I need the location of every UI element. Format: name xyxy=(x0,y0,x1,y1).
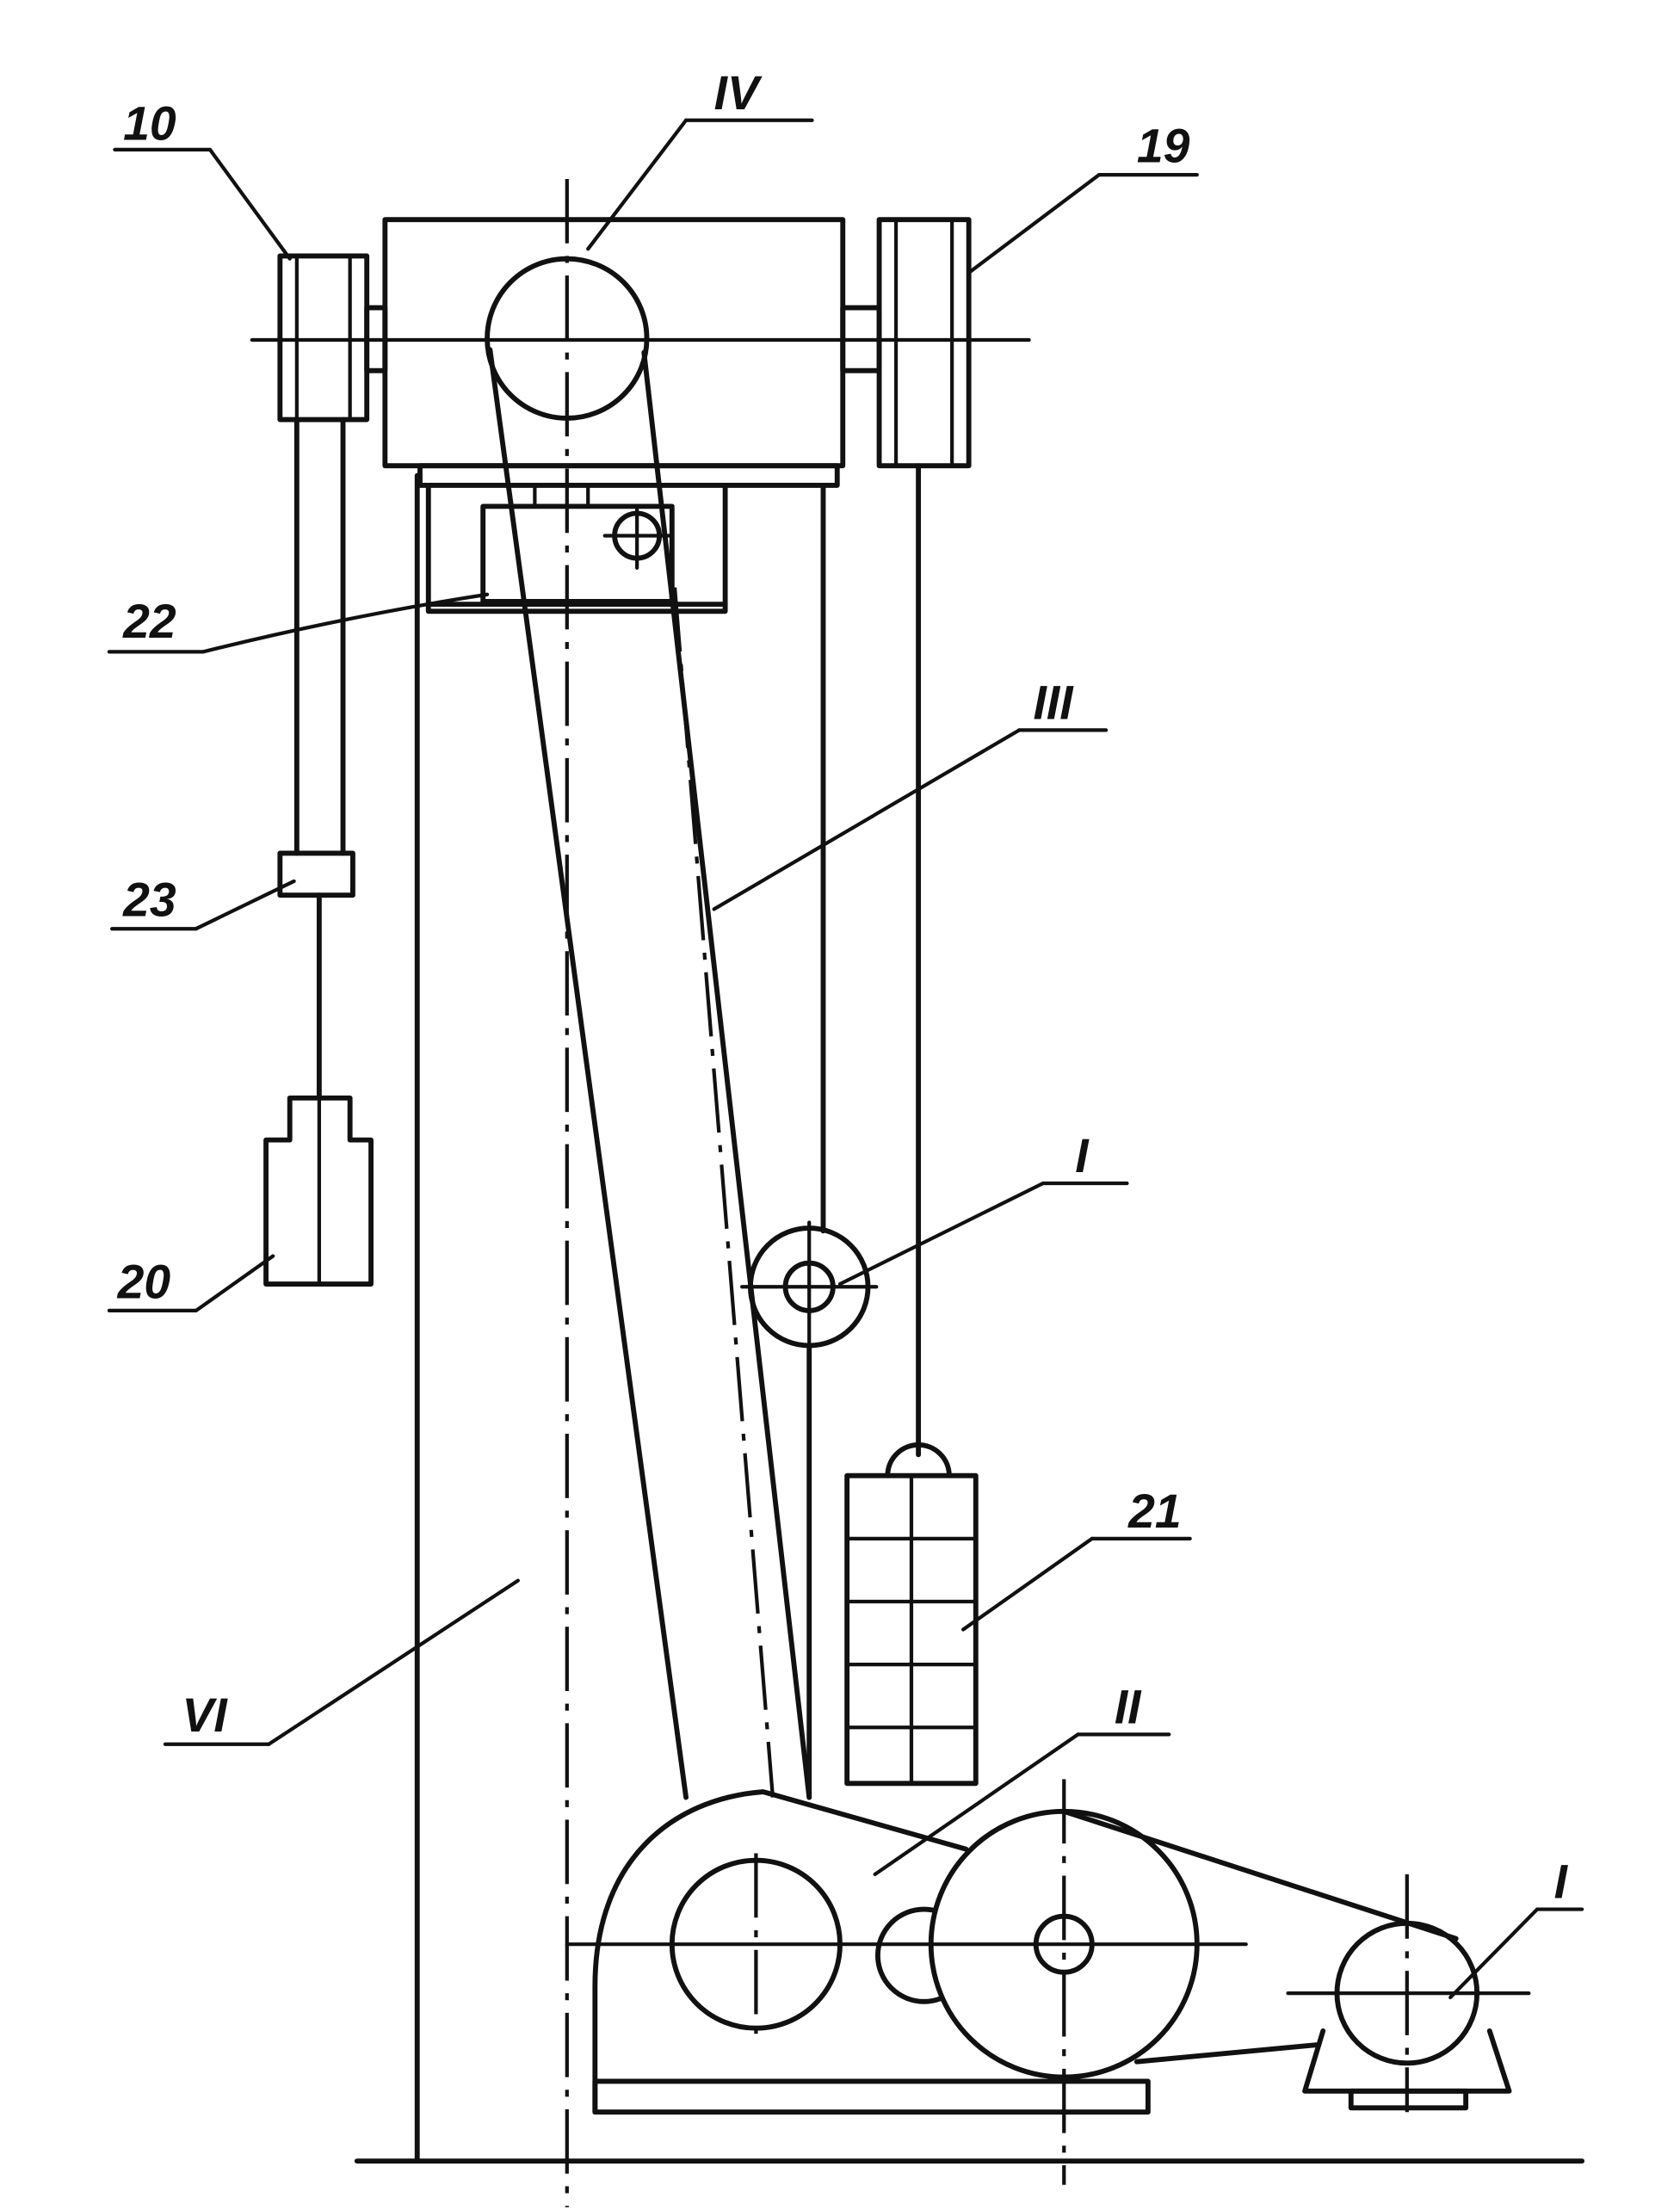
leader-20 xyxy=(194,1254,275,1313)
reducer-casing xyxy=(592,1789,969,2115)
crown-main-pulley xyxy=(485,256,650,421)
leader-23 xyxy=(194,879,296,931)
bracket-inner-box xyxy=(480,503,675,604)
callout-10: 10 xyxy=(123,97,176,151)
callout-iii: III xyxy=(1033,676,1074,729)
belt-left-side xyxy=(487,347,689,1800)
callout-vi: VI xyxy=(182,1688,228,1742)
leader-vi xyxy=(267,1578,520,1746)
left-pulley-hub xyxy=(364,305,388,373)
reducer-base xyxy=(592,2078,1151,2115)
leader-i-motor xyxy=(1448,1907,1540,2000)
leader-iv xyxy=(586,118,689,251)
left-pulley-10 xyxy=(277,253,370,423)
callout-22: 22 xyxy=(122,595,176,648)
callout-ii: II xyxy=(1115,1680,1142,1733)
callout-19: 19 xyxy=(1137,120,1190,173)
callout-iv: IV xyxy=(714,66,763,120)
right-pulley-hub xyxy=(840,305,882,373)
right-pulley-19 xyxy=(876,217,972,469)
counterweight-hook xyxy=(885,1442,952,1478)
leader-ii xyxy=(873,1732,1080,1877)
drive-belt-lower xyxy=(1133,2042,1319,2065)
hanging-tool-20 xyxy=(263,1095,374,1287)
belt-centerline xyxy=(672,587,775,1798)
drive-belt-upper xyxy=(1061,1808,1459,1941)
crown-housing xyxy=(382,217,846,469)
crown-support-beam xyxy=(417,463,840,488)
rod-connector-23 xyxy=(277,850,355,898)
leader-19 xyxy=(967,173,1102,275)
callout-i-motor: I xyxy=(1554,1855,1569,1909)
callout-21: 21 xyxy=(1127,1485,1182,1538)
leader-iii xyxy=(712,728,1022,911)
callout-i-mid: I xyxy=(1075,1129,1090,1182)
leader-22 xyxy=(201,592,490,654)
callout-23: 23 xyxy=(122,874,176,927)
leader-i-mid xyxy=(837,1181,1045,1287)
support-bracket xyxy=(425,483,728,614)
callout-20: 20 xyxy=(117,1255,171,1308)
belt-right-side xyxy=(641,349,812,1800)
leader-10 xyxy=(207,147,292,261)
leader-21 xyxy=(961,1536,1094,1632)
